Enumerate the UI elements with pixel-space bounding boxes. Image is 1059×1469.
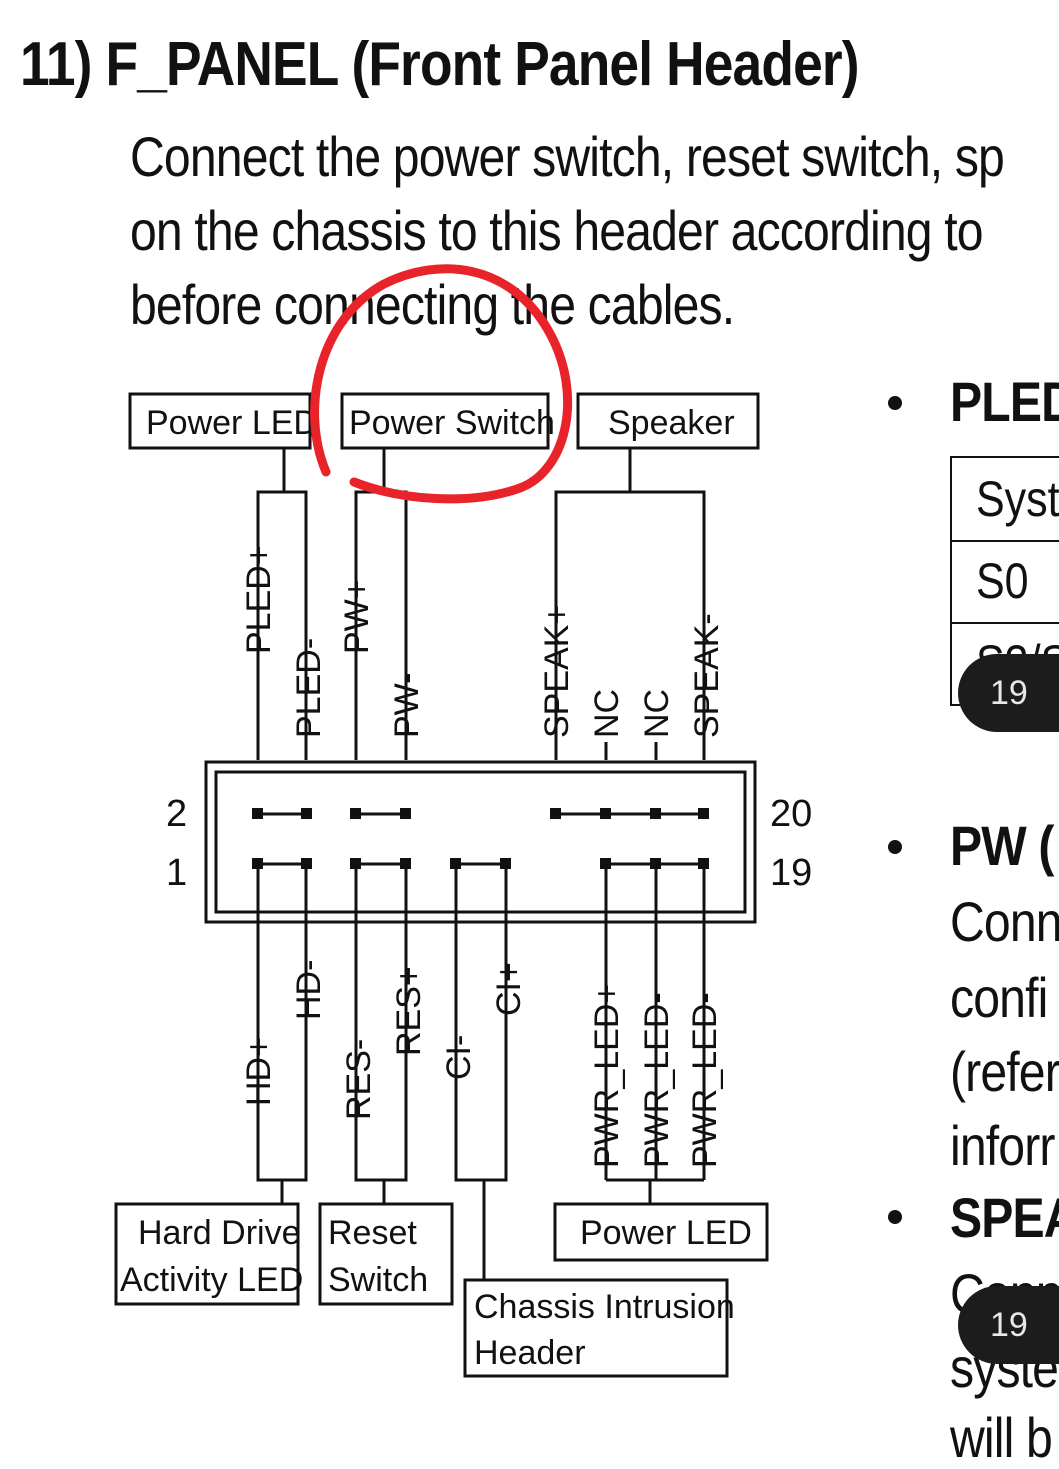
- chassis-label-line1: Chassis Intrusion: [474, 1288, 735, 1326]
- bottom-power-led-label: Power LED: [580, 1214, 752, 1252]
- pin: [301, 858, 312, 869]
- bullet-icon: [888, 1210, 902, 1224]
- top-box-speaker: Speaker: [576, 392, 760, 450]
- pin-label-speak-plus: SPEAK+: [538, 605, 576, 738]
- pin: [350, 808, 361, 819]
- top-box-power-switch-label: Power Switch: [349, 404, 555, 442]
- table-cell: S0: [976, 553, 1029, 609]
- bottom-pin-labels: HD+ HD- RES- RES+ CI- CI+ PWR_LED+ PWR_L…: [240, 960, 724, 1168]
- red-annotation-circle: [310, 264, 573, 504]
- pin: [252, 858, 263, 869]
- reset-label-line1: Reset: [328, 1214, 417, 1252]
- top-box-power-switch: Power Switch: [340, 392, 555, 450]
- page-number-badge[interactable]: 19: [958, 1286, 1059, 1364]
- intro-paragraph: Connect the power switch, reset switch, …: [130, 120, 1005, 342]
- pw-desc-line: (refer: [950, 1040, 1059, 1103]
- top-box-power-led: Power LED: [128, 392, 318, 450]
- pin: [252, 808, 263, 819]
- bottom-box-hdd-led: Hard Drive Activity LED: [114, 1202, 303, 1306]
- top-pin-labels: PLED+ PLED- PW+ PW- SPEAK+ NC NC SPEAK-: [240, 545, 726, 738]
- reset-label-line2: Switch: [328, 1261, 428, 1299]
- pin-label-pw-plus: PW+: [338, 579, 376, 654]
- speak-desc-line: will b: [950, 1406, 1053, 1469]
- pin-number-1: 1: [166, 852, 187, 894]
- pin: [698, 808, 709, 819]
- pin-label-pwr-led-plus: PWR_LED+: [588, 984, 626, 1168]
- pin-number-20: 20: [770, 793, 812, 835]
- pin-label-pled-minus: PLED-: [290, 638, 328, 738]
- bottom-box-chassis-intrusion: Chassis Intrusion Header: [463, 1278, 735, 1378]
- bottom-box-power-led: Power LED: [553, 1202, 769, 1262]
- bullet-icon: [888, 840, 902, 854]
- pin: [301, 808, 312, 819]
- pw-title: PW (: [950, 814, 1054, 877]
- pin: [400, 858, 411, 869]
- pin: [600, 808, 611, 819]
- intro-line: before connecting the cables.: [130, 273, 735, 336]
- bottom-wiring: [256, 866, 706, 1280]
- chassis-label-line2: Header: [474, 1334, 586, 1372]
- pw-desc-line: confi: [950, 966, 1048, 1029]
- pin: [698, 858, 709, 869]
- bullet-icon: [888, 396, 902, 410]
- top-box-speaker-label: Speaker: [608, 404, 735, 442]
- pin-label-hd-minus: HD-: [290, 960, 328, 1020]
- top-box-power-led-label: Power LED: [146, 404, 318, 442]
- pin-label-res-minus: RES-: [340, 1039, 378, 1120]
- pin-row-bottom: [252, 858, 709, 869]
- header-outer-frame: [204, 760, 757, 924]
- speak-title: SPEA: [950, 1186, 1059, 1249]
- pin-label-pw-minus: PW-: [388, 673, 426, 738]
- pin: [650, 858, 661, 869]
- pw-desc-line: inforr: [950, 1114, 1055, 1177]
- pin: [650, 808, 661, 819]
- pin: [600, 858, 611, 869]
- pin-label-pwr-led-minus: PWR_LED-: [638, 992, 676, 1168]
- pin-label-pled-plus: PLED+: [240, 545, 278, 654]
- pin-label-pwr-led-minus: PWR_LED-: [686, 992, 724, 1168]
- pin-label-nc: NC: [638, 689, 676, 738]
- intro-line: on the chassis to this header according …: [130, 199, 984, 262]
- pin-row-top: [252, 808, 709, 819]
- hdd-label-line2: Activity LED: [120, 1261, 303, 1299]
- pin: [400, 808, 411, 819]
- pin-number-2: 2: [166, 793, 187, 835]
- pin: [550, 808, 561, 819]
- pin-label-ci-plus: CI+: [490, 962, 528, 1016]
- pin: [350, 858, 361, 869]
- pin-label-nc: NC: [588, 689, 626, 738]
- top-wiring: [256, 448, 706, 760]
- pin-label-res-plus: RES+: [390, 966, 428, 1056]
- bottom-box-reset-switch: Reset Switch: [318, 1202, 454, 1306]
- header-inner-frame: [214, 770, 747, 914]
- pin: [450, 858, 461, 869]
- pin-label-hd-plus: HD+: [240, 1037, 278, 1106]
- pin-label-speak-minus: SPEAK-: [688, 613, 726, 738]
- pin-label-ci-minus: CI-: [440, 1035, 478, 1080]
- pled-title: PLED: [950, 370, 1059, 433]
- pin: [500, 858, 511, 869]
- intro-line: Connect the power switch, reset switch, …: [130, 125, 1005, 188]
- hdd-label-line1: Hard Drive: [138, 1214, 300, 1252]
- page-number-badge[interactable]: 19: [958, 654, 1059, 732]
- table-header-cell: Syst: [976, 471, 1059, 527]
- pw-desc-line: Conn: [950, 890, 1059, 953]
- pin-number-19: 19: [770, 852, 812, 894]
- section-heading: 11) F_PANEL (Front Panel Header): [20, 30, 860, 99]
